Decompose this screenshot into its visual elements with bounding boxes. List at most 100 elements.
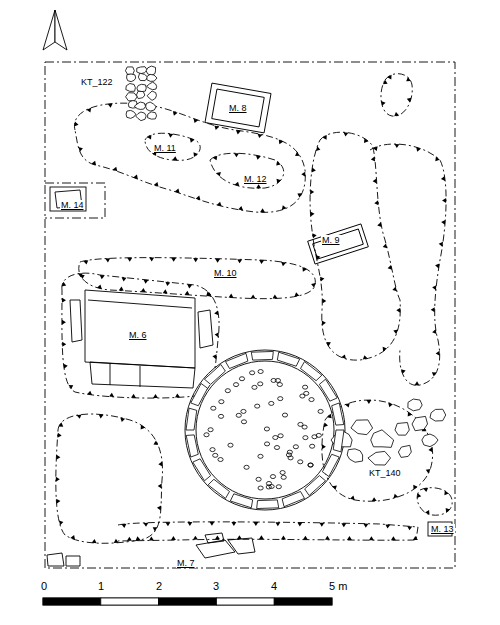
hachure-tick — [165, 282, 170, 286]
stake-hole — [204, 433, 209, 437]
stake-hole — [275, 378, 280, 382]
hachure-tick — [385, 524, 390, 528]
stake-hole — [228, 443, 233, 447]
hachure-tick — [231, 522, 236, 526]
stake-hole — [280, 471, 285, 475]
hachure-tick — [442, 198, 446, 203]
hachure-tick — [109, 393, 114, 397]
stone — [126, 84, 136, 92]
hachure-tick — [432, 372, 437, 376]
stone — [347, 449, 362, 462]
hachure-tick — [372, 497, 377, 501]
hachure-tick — [190, 138, 195, 143]
hachure-tick — [316, 146, 321, 151]
stake-hole — [282, 413, 287, 417]
round-pit-inner — [196, 361, 334, 499]
hachure-tick — [423, 488, 428, 492]
hachure-tick — [343, 132, 348, 136]
hachure-tick — [294, 292, 299, 296]
hachure-tick — [310, 211, 314, 216]
hachure-tick — [301, 172, 305, 177]
hachure-tick — [168, 133, 173, 137]
hachure-tick — [407, 526, 412, 530]
stake-hole — [264, 442, 269, 446]
feature-label: KT_122 — [80, 77, 114, 87]
hachure-tick — [77, 414, 82, 418]
hachure-tick — [215, 259, 220, 263]
hachure-tick — [194, 118, 199, 123]
trench-frame — [45, 62, 455, 568]
hachure-tick — [363, 355, 368, 359]
hachure-tick — [413, 485, 417, 490]
stake-hole — [210, 448, 215, 452]
hachure-tick — [279, 139, 284, 144]
stone — [146, 102, 156, 111]
stake-hole — [277, 383, 282, 387]
hachure-tick — [113, 167, 118, 172]
hachure-tick — [320, 277, 324, 282]
hachure-tick — [78, 147, 83, 152]
hachure-tick — [322, 321, 326, 326]
hachure-tick — [87, 391, 92, 395]
pit-outline — [210, 153, 284, 188]
stake-hole — [273, 436, 278, 440]
scale-number: 0 — [40, 580, 48, 592]
stake-hole — [258, 454, 263, 458]
hachure-tick — [175, 189, 180, 194]
hachure-tick — [158, 462, 162, 467]
hachure-tick — [374, 200, 378, 205]
scale-segment — [216, 598, 274, 605]
stone — [138, 73, 147, 80]
hachure-tick — [387, 75, 391, 80]
pit-outline — [74, 103, 305, 212]
scale-number: 2 — [155, 580, 163, 592]
stake-hole — [236, 413, 241, 417]
hachure-tick — [325, 536, 330, 540]
stone — [395, 423, 409, 436]
hachure-tick — [327, 414, 332, 419]
stake-hole — [219, 400, 224, 404]
hachure-tick — [373, 146, 378, 151]
hachure-tick — [393, 330, 398, 335]
hachure-tick — [206, 291, 211, 296]
hachure-tick — [282, 205, 287, 210]
stake-hole — [318, 409, 323, 413]
hachure-tick — [417, 493, 421, 498]
hachure-tick — [237, 535, 242, 539]
trench-extension — [45, 183, 105, 218]
hachure-tick — [322, 444, 326, 449]
hachure-tick — [136, 536, 141, 540]
hachure-tick — [237, 259, 242, 263]
hachure-tick — [256, 184, 261, 188]
stone — [398, 445, 411, 457]
hachure-tick — [234, 153, 239, 157]
ring-stone — [230, 494, 252, 508]
hachure-tick — [281, 535, 286, 539]
stake-hole — [270, 475, 275, 479]
hachure-tick — [87, 108, 92, 113]
hachure-tick — [193, 258, 198, 262]
hachure-tick — [153, 394, 158, 398]
stake-hole — [241, 409, 246, 413]
hachure-tick — [310, 189, 314, 194]
stake-hole — [269, 401, 274, 405]
pit-outline — [56, 414, 163, 543]
pit-outline — [417, 488, 452, 516]
hachure-tick — [173, 156, 178, 160]
hachure-tick — [215, 535, 220, 539]
hachure-tick — [165, 522, 170, 526]
hachure-tick — [157, 506, 161, 511]
scale-segment — [274, 598, 332, 605]
hachure-tick — [131, 394, 136, 398]
scale-segment — [43, 598, 101, 605]
hachure-tick — [425, 510, 429, 515]
hachure-tick — [193, 152, 197, 157]
stake-hole — [252, 385, 257, 389]
hachure-tick — [444, 491, 448, 496]
hachure-tick — [388, 265, 392, 270]
hachure-tick — [369, 536, 374, 540]
stake-hole — [293, 445, 298, 449]
hachure-tick — [295, 152, 300, 156]
stake-hole — [266, 485, 271, 489]
hachure-tick — [366, 400, 371, 404]
